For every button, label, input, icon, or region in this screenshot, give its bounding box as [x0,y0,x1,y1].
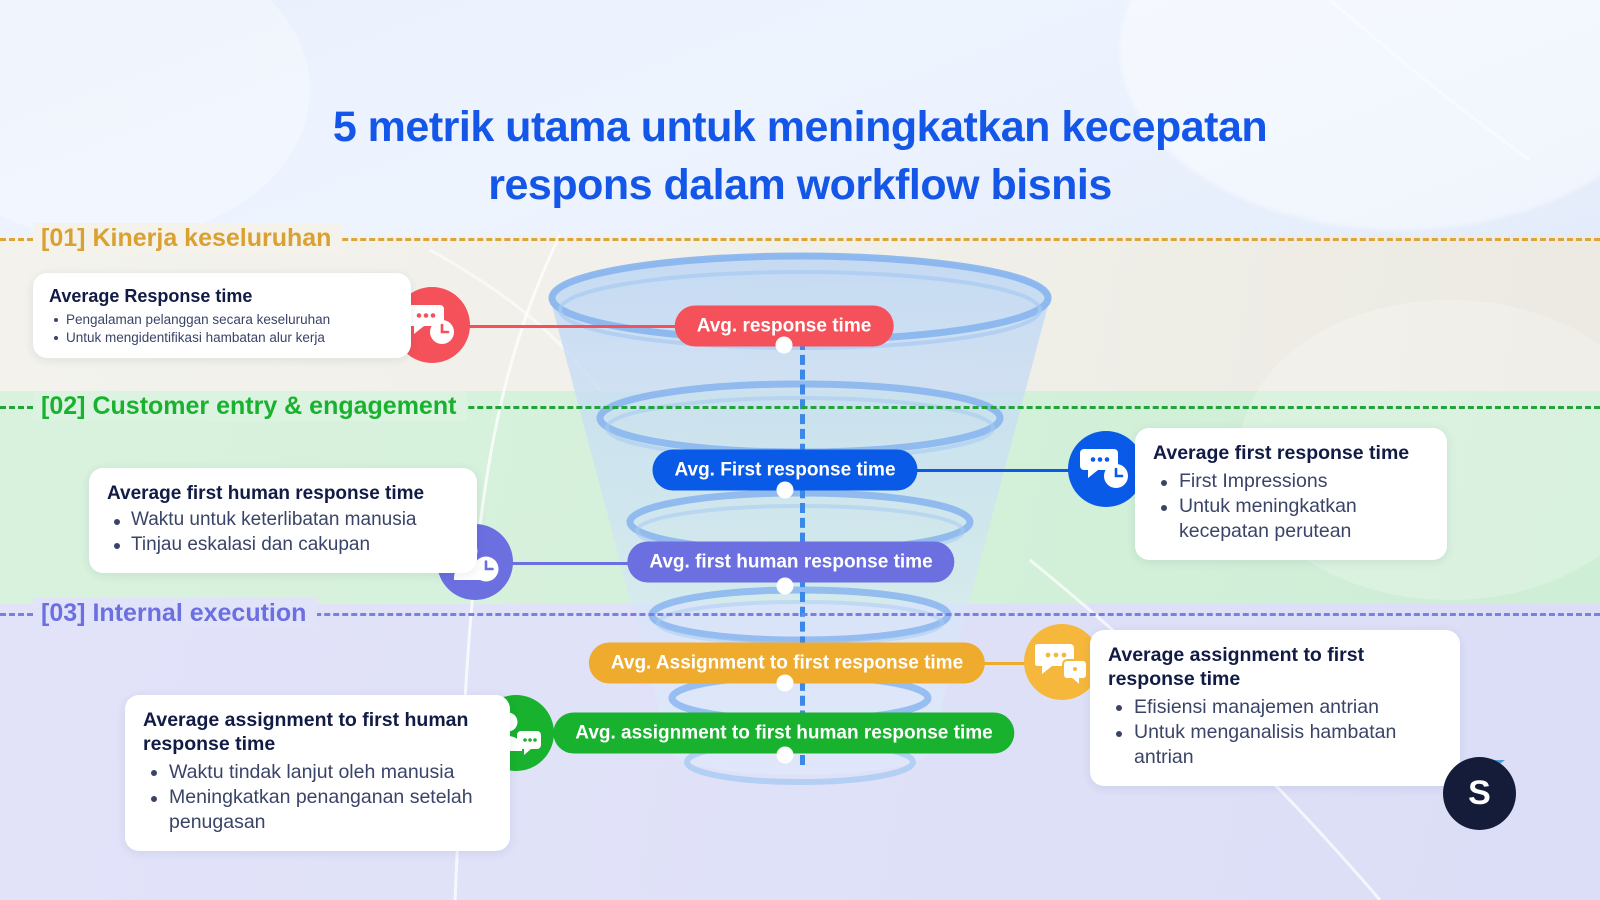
card-bullet: First Impressions [1153,469,1429,494]
connector-line-4 [945,662,1055,665]
section-divider-02 [0,406,1600,409]
funnel-pill-dot-1 [775,336,793,354]
info-card-average-first-human-response-time: Average first human response time Waktu … [89,468,477,573]
logo-letter: S [1468,774,1491,812]
funnel-pill-avg-assignment-to-first-response-time[interactable]: Avg. Assignment to first response time [588,642,986,684]
connector-line-3 [498,562,678,565]
funnel-pill-dot-4 [776,674,794,692]
chat-bubble-clock-icon [1080,449,1128,488]
card-bullet: Untuk meningkatkan kecepatan perutean [1153,494,1429,545]
card-bullet: Meningkatkan penanganan setelah penugasa… [143,785,492,836]
section-label-02: [02]Customer entry & engagement [33,391,468,421]
info-card-average-first-response-time: Average first response time First Impres… [1135,428,1447,560]
card-bullet-list: Pengalaman pelanggan secara keseluruhan … [49,311,395,346]
funnel-pill-dot-5 [776,746,794,764]
card-title: Average Response time [49,286,253,306]
card-title: Average assignment to first response tim… [1108,644,1365,690]
section-title: Kinerja keseluruhan [92,224,332,252]
card-bullet: Pengalaman pelanggan secara keseluruhan [49,311,395,329]
card-bullet: Waktu untuk keterlibatan manusia [107,508,459,533]
card-bullet: Untuk menganalisis hambatan antrian [1108,720,1442,771]
section-number: [01] [41,224,86,252]
funnel-pill-avg-response-time[interactable]: Avg. response time [674,305,894,347]
double-chat-bubble-icon [1035,644,1088,686]
chat-bubble-clock-icon [406,305,454,344]
info-card-average-response-time: Average Response time Pengalaman pelangg… [33,273,411,359]
section-divider-01 [0,238,1600,241]
page-title-line-1: 5 metrik utama untuk meningkatkan kecepa… [332,103,1268,151]
icon-circle-avg-first-response-time [1068,431,1144,507]
icon-circle-avg-assignment-to-first-response-time [1024,624,1100,700]
section-number: [02] [41,392,86,420]
card-bullet: Efisiensi manajemen antrian [1108,695,1442,720]
section-number: [03] [41,599,86,627]
section-title: Internal execution [92,599,307,627]
section-label-03: [03]Internal execution [33,598,318,628]
background-band-header [0,0,1600,236]
card-bullet: Waktu tindak lanjut oleh manusia [143,760,492,785]
card-bullet: Untuk mengidentifikasi hambatan alur ker… [49,329,395,347]
card-title: Average assignment to first human respon… [143,709,469,755]
card-title: Average first human response time [107,483,425,504]
card-bullet: Tinjau eskalasi dan cakupan [107,533,459,558]
card-title: Average first response time [1153,442,1410,464]
page-title: 5 metrik utama untuk meningkatkan kecepa… [200,98,1400,214]
section-divider-03 [0,613,1600,616]
section-title: Customer entry & engagement [92,392,457,420]
funnel-pill-dot-3 [776,577,794,595]
card-bullet-list: First Impressions Untuk meningkatkan kec… [1153,469,1429,545]
section-label-01: [01]Kinerja keseluruhan [33,223,343,253]
connector-line-2 [875,469,1090,472]
card-bullet-list: Efisiensi manajemen antrian Untuk mengan… [1108,695,1442,771]
info-card-average-assignment-to-first-human-response-time: Average assignment to first human respon… [125,695,510,851]
funnel-pill-dot-2 [776,481,794,499]
funnel-pill-avg-assignment-to-first-human-response-time[interactable]: Avg. assignment to first human response … [553,712,1015,754]
connector-line-1 [455,325,715,328]
funnel-pill-avg-first-human-response-time[interactable]: Avg. first human response time [627,541,955,583]
card-bullet-list: Waktu untuk keterlibatan manusia Tinjau … [107,508,459,557]
funnel-pill-avg-first-response-time[interactable]: Avg. First response time [652,449,918,491]
page-title-line-2: respons dalam workflow bisnis [488,161,1112,210]
card-bullet-list: Waktu tindak lanjut oleh manusia Meningk… [143,760,492,836]
info-card-average-assignment-to-first-response-time: Average assignment to first response tim… [1090,630,1460,786]
brand-logo: S [1443,757,1516,830]
